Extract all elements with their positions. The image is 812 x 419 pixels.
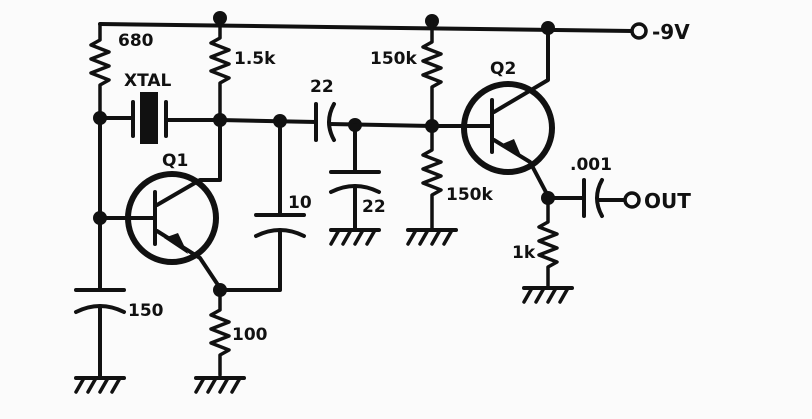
ground-q2 [522,286,574,304]
resistor-150k-top[interactable] [421,19,443,128]
capacitor-22-series[interactable] [314,102,434,142]
resistor-100[interactable] [209,288,231,377]
ground-c22 [329,228,381,246]
label-c150: 150 [128,301,164,321]
label-c22-shunt: 22 [362,197,386,217]
label-680: 680 [118,31,154,51]
label-c10: 10 [288,193,312,213]
label-150k-bottom: 150k [446,185,493,205]
label-xtal: XTAL [124,71,172,91]
label-100: 100 [232,325,268,345]
label-1k: 1k [512,243,536,263]
resistor-1k5[interactable] [209,16,231,122]
label-q2: Q2 [490,59,516,79]
supply-voltage-label: -9V [652,20,690,44]
crystal-xtal[interactable] [98,92,222,144]
ground-150k [406,228,458,246]
collector-bus-wire [218,118,318,124]
label-150k-top: 150k [370,49,417,69]
resistor-150k-bottom[interactable] [421,124,443,230]
junction-rail-q2 [541,21,555,35]
transistor-q1[interactable] [98,118,222,290]
label-1k5: 1.5k [234,49,276,69]
capacitor-22-shunt[interactable] [329,123,381,230]
capacitor-10[interactable] [218,119,306,292]
supply-terminal[interactable] [630,22,648,40]
capacitor-001[interactable] [546,178,626,218]
output-terminal[interactable] [623,191,641,209]
ground-left [74,376,126,394]
resistor-680[interactable] [89,22,111,120]
ground-q1-emitter [194,376,246,394]
transistor-q2[interactable] [430,24,555,198]
label-q1: Q1 [162,151,188,171]
label-c22-series: 22 [310,77,334,97]
resistor-1k[interactable] [537,196,559,288]
label-c001: .001 [570,155,612,175]
output-label: OUT [644,189,691,213]
capacitor-150[interactable] [74,288,126,380]
